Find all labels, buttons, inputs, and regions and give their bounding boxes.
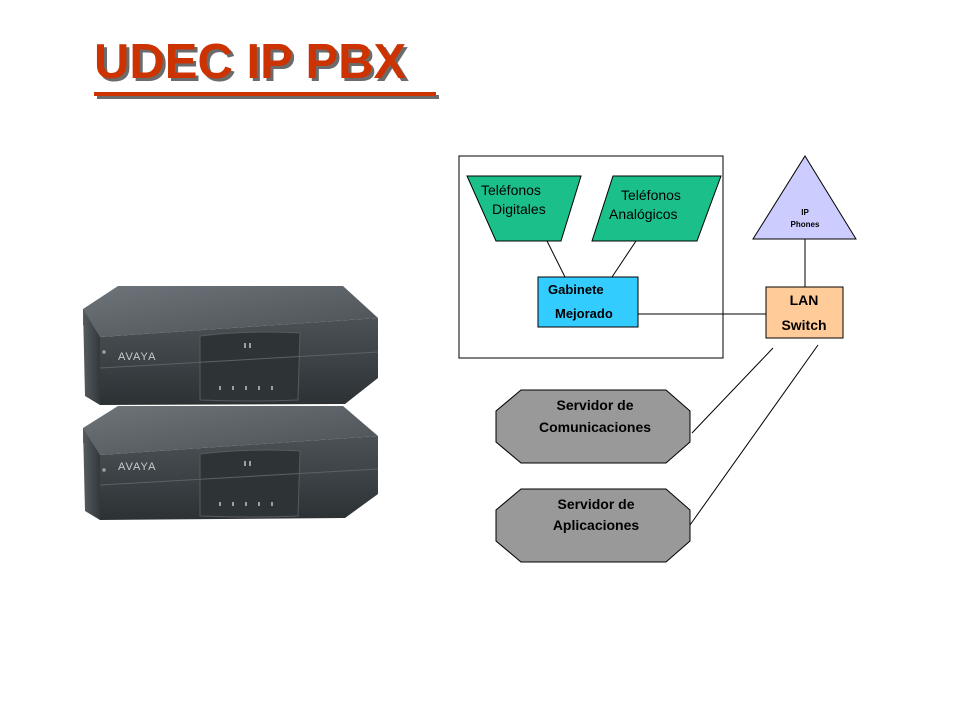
unit-1-leds [219, 343, 273, 390]
lan-switch-label-line1: LAN [790, 292, 819, 308]
unit-2-top [83, 406, 378, 455]
connector-analogicos-gabinete [611, 240, 637, 278]
connector-digitales-gabinete [546, 240, 566, 278]
unit-1-side [83, 309, 100, 405]
lan-switch-label-line2: Switch [781, 317, 826, 333]
unit-2-bezel [199, 449, 301, 518]
server-apps-label-line1: Servidor de [557, 496, 634, 512]
node-servidor-comunicaciones: Servidor de Comunicaciones [495, 389, 691, 464]
connector-servercomm-lan [691, 347, 774, 434]
node-gabinete-mejorado: Gabinete Mejorado [537, 276, 639, 328]
server-comm-label-line2: Comunicaciones [539, 419, 651, 435]
title-underline [94, 92, 436, 96]
gabinete-shape [537, 276, 639, 328]
node-ip-phones: IP Phones [752, 155, 857, 240]
unit-2-screw [102, 468, 106, 472]
slide-title: UDEC IP PBX [94, 35, 407, 89]
avaya-hardware-illustration: AVAYA AVAYA [83, 286, 379, 520]
digitales-label-line2: Digitales [492, 201, 546, 217]
unit-1-bezel [199, 331, 301, 402]
analogicos-label-line1: Teléfonos [621, 187, 681, 203]
connector-serverapps-lan [689, 344, 819, 526]
avaya-unit-2: AVAYA [83, 406, 379, 520]
unit-2-side [83, 428, 100, 520]
server-comm-label-line1: Servidor de [556, 397, 633, 413]
ip-phones-label-line2: Phones [791, 220, 820, 229]
unit-2-groove [99, 468, 379, 486]
unit-1-screw [102, 350, 106, 354]
gabinete-label-line2: Mejorado [555, 306, 613, 321]
node-telefonos-digitales: Teléfonos Digitales [466, 175, 582, 242]
lan-switch-shape [765, 286, 844, 339]
avaya-unit-1: AVAYA [83, 286, 379, 405]
gabinete-label-line1: Gabinete [548, 282, 604, 297]
server-apps-label-line2: Aplicaciones [553, 517, 640, 533]
digitales-label-line1: Teléfonos [481, 182, 541, 198]
unit-2-leds [219, 461, 273, 506]
node-lan-switch: LAN Switch [765, 286, 844, 339]
unit-1-top [83, 286, 378, 337]
connectors [546, 239, 819, 526]
node-telefonos-analogicos: Teléfonos Analógicos [591, 175, 722, 242]
server-apps-shape [495, 488, 691, 563]
cabinet-enclosure [458, 155, 724, 359]
analogicos-label-line2: Analógicos [609, 206, 678, 222]
ip-phones-shape [752, 155, 857, 240]
unit-2-brand: AVAYA [118, 461, 156, 473]
analogicos-shape [591, 175, 722, 242]
unit-1-groove [99, 351, 379, 369]
digitales-shape [466, 175, 582, 242]
node-servidor-aplicaciones: Servidor de Aplicaciones [495, 488, 691, 563]
ip-phones-label-line1: IP [801, 208, 809, 217]
unit-1-brand: AVAYA [118, 351, 156, 363]
server-comm-shape [495, 389, 691, 464]
